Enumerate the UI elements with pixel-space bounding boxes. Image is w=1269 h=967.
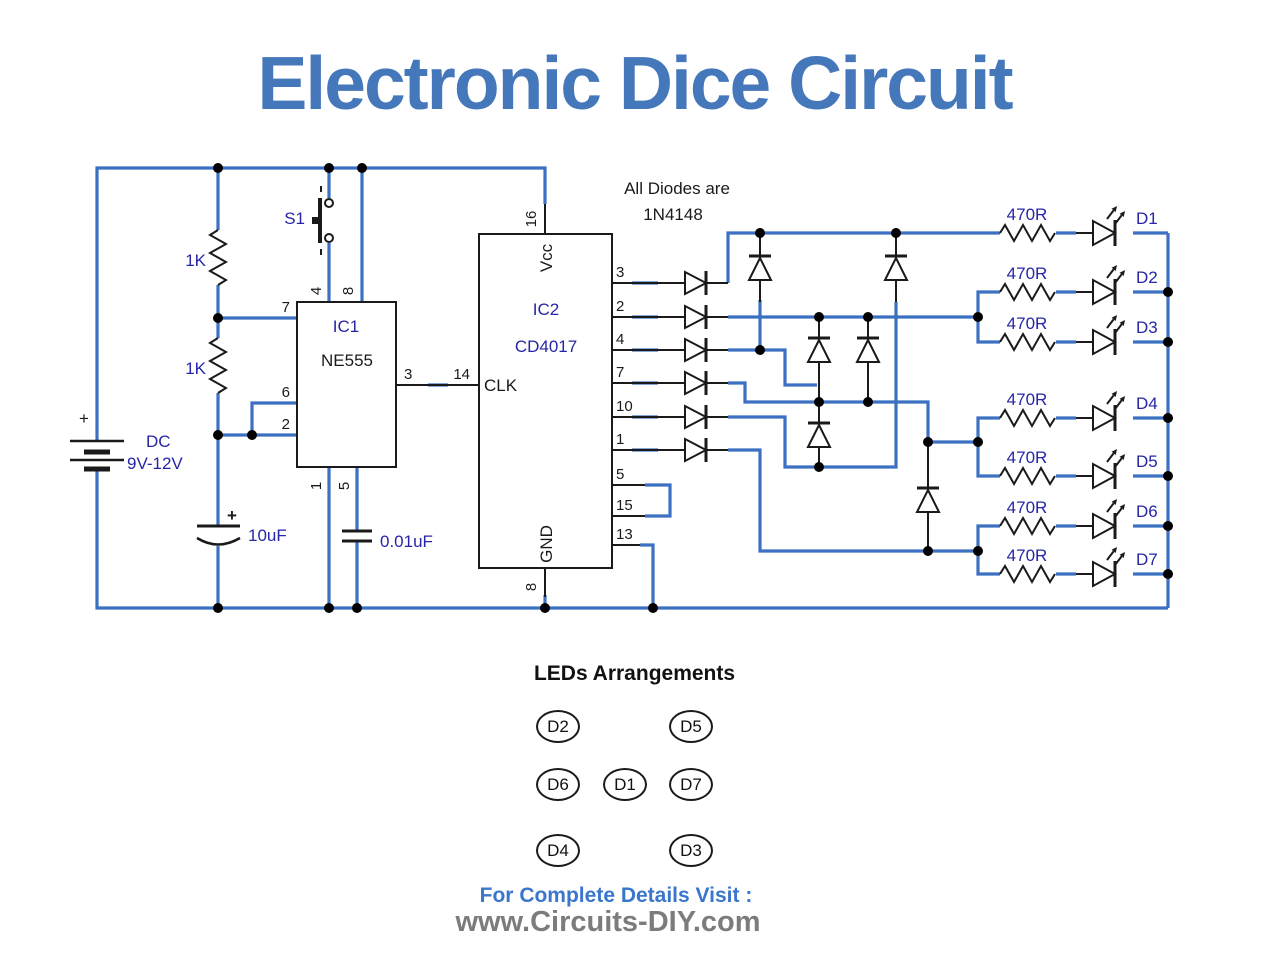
ic2-box	[478, 233, 613, 569]
circuit-schematic: All Diodes are 1N4148 + DC 9V-12V 1K 1K …	[70, 163, 1173, 613]
led-label-d4: D4	[1136, 394, 1158, 413]
led-circle-d3: D3	[669, 834, 713, 867]
matrix-diodes	[747, 254, 941, 514]
wire-5-15-link	[645, 483, 672, 518]
led-label-d2: D2	[1136, 268, 1158, 287]
res-label-d6: 470R	[1007, 498, 1048, 517]
wire-row-dashes	[632, 281, 658, 452]
ic1-pin5: 5	[336, 482, 353, 490]
wire-p7	[728, 381, 978, 444]
res-label-d1: 470R	[1007, 205, 1048, 224]
label-r2: 1K	[185, 359, 206, 378]
wires-black	[396, 204, 1093, 597]
ic1-pin2: 2	[282, 416, 290, 433]
res-label-d4: 470R	[1007, 390, 1048, 409]
led-label-d3: D3	[1136, 318, 1158, 337]
led-circle-d2: D2	[536, 710, 580, 743]
ic2-clk-pin: 14	[453, 366, 470, 383]
capacitor-10uf	[196, 524, 241, 546]
ic2-rpin-3: 3	[616, 264, 624, 281]
ic1-pin3: 3	[404, 366, 412, 383]
ic1-pin8: 8	[340, 287, 357, 295]
labels: All Diodes are 1N4148 + DC 9V-12V 1K 1K …	[79, 179, 1158, 591]
note-line1: All Diodes are	[624, 179, 730, 198]
ic1-box	[296, 301, 397, 468]
wire-res-dashes	[1056, 231, 1076, 576]
battery-plus: +	[79, 409, 89, 428]
ic2-pin16: 16	[523, 211, 540, 228]
wire-led-tails	[1133, 231, 1168, 576]
switch-s1	[312, 186, 334, 255]
footer-visit-text: For Complete Details Visit :	[479, 884, 753, 907]
wire-top-rail	[95, 166, 547, 441]
label-cap1-plus: +	[227, 506, 237, 525]
battery	[70, 439, 124, 472]
wire-p10	[728, 302, 898, 469]
resistor-r2	[209, 337, 227, 394]
led-circle-d6: D6	[536, 768, 580, 801]
res-label-d2: 470R	[1007, 264, 1048, 283]
output-diodes	[683, 269, 708, 464]
ic1-pin7: 7	[282, 299, 290, 316]
led-circle-d4: D4	[536, 834, 580, 867]
ic2-rpin-1: 1	[616, 431, 624, 448]
capacitor-001uf	[342, 529, 372, 543]
arrangement-heading: LEDs Arrangements	[533, 662, 736, 685]
ic1-part: NE555	[321, 351, 373, 370]
ic2-clk: CLK	[484, 376, 518, 395]
wire-bracket-d4d5	[976, 416, 1000, 478]
label-r1: 1K	[185, 251, 206, 270]
led-label-d6: D6	[1136, 502, 1158, 521]
ic2-rpin-4: 4	[616, 331, 624, 348]
led-label-d1: D1	[1136, 209, 1158, 228]
wire-p4	[728, 348, 817, 387]
page-title: Electronic Dice Circuit	[257, 41, 1013, 125]
led-circle-d7: D7	[669, 768, 713, 801]
led-circle-d1: D1	[603, 768, 647, 801]
ic2-rpin-13: 13	[616, 526, 633, 543]
ic2-rpin-2: 2	[616, 298, 624, 315]
ic2-vcc: Vcc	[537, 243, 556, 272]
junction-dots	[213, 163, 1173, 613]
ic2-rpin-15: 15	[616, 497, 633, 514]
led-label-d5: D5	[1136, 452, 1158, 471]
label-s1: S1	[284, 209, 305, 228]
wire-pin6	[250, 401, 297, 435]
ic1-pin6: 6	[282, 384, 290, 401]
ic2-rpin-10: 10	[616, 398, 633, 415]
res-label-d7: 470R	[1007, 546, 1048, 565]
ic1-pin4: 4	[308, 287, 325, 295]
ic2-ref: IC2	[533, 300, 559, 319]
resistor-r1	[209, 229, 227, 286]
res-label-d3: 470R	[1007, 314, 1048, 333]
ic1-pin1: 1	[308, 482, 325, 490]
ic2-rpin-7: 7	[616, 364, 624, 381]
battery-dc: DC	[146, 432, 171, 451]
wire-ground-rail	[95, 471, 1168, 610]
leds	[1091, 204, 1127, 589]
label-cap2: 0.01uF	[380, 532, 433, 551]
res-label-d5: 470R	[1007, 448, 1048, 467]
ic2-part: CD4017	[515, 337, 577, 356]
led-label-d7: D7	[1136, 550, 1158, 569]
footer-site-link[interactable]: www.Circuits-DIY.com	[455, 906, 761, 938]
ic1-ref: IC1	[333, 317, 359, 336]
led-circle-d5: D5	[669, 710, 713, 743]
note-line2: 1N4148	[643, 205, 703, 224]
ic2-pin8: 8	[523, 583, 540, 591]
wire-p1	[728, 448, 978, 553]
wire-pin13	[640, 543, 655, 608]
label-cap1: 10uF	[248, 526, 287, 545]
wire-p3-d1	[726, 231, 1000, 283]
ic2-rpin-5: 5	[616, 466, 624, 483]
battery-voltage: 9V-12V	[127, 454, 183, 473]
ic2-gnd: GND	[537, 525, 556, 563]
